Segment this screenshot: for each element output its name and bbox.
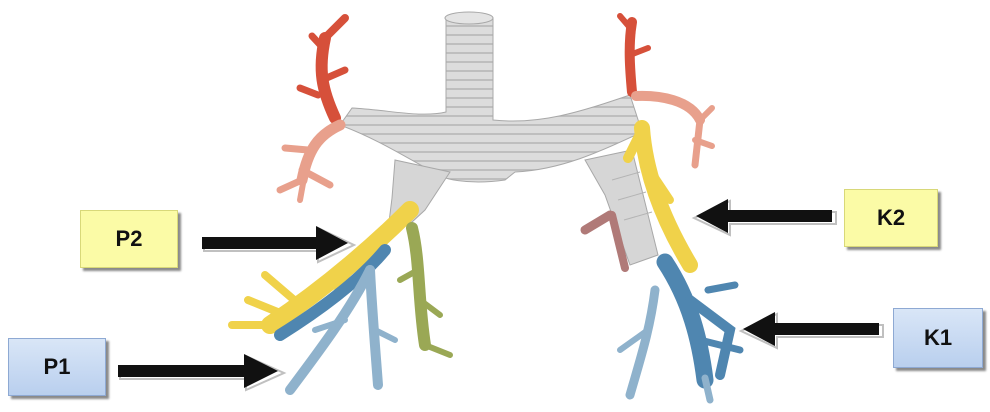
arrow-left-icon	[688, 193, 838, 239]
arrow-left-icon	[735, 306, 885, 352]
left-blue-branch	[665, 262, 740, 380]
arrow-right-icon	[198, 220, 358, 266]
label-k2: K2	[844, 189, 938, 247]
label-p2: P2	[80, 210, 178, 268]
label-k1: K1	[893, 308, 983, 368]
right-upper-salmon-branch	[280, 125, 340, 200]
right-upper-orange-branch	[300, 18, 345, 118]
label-p1: P1	[8, 338, 106, 396]
right-green-branch	[400, 228, 450, 355]
arrow-right-icon	[112, 348, 287, 394]
left-upper-orange-branch	[620, 16, 648, 92]
